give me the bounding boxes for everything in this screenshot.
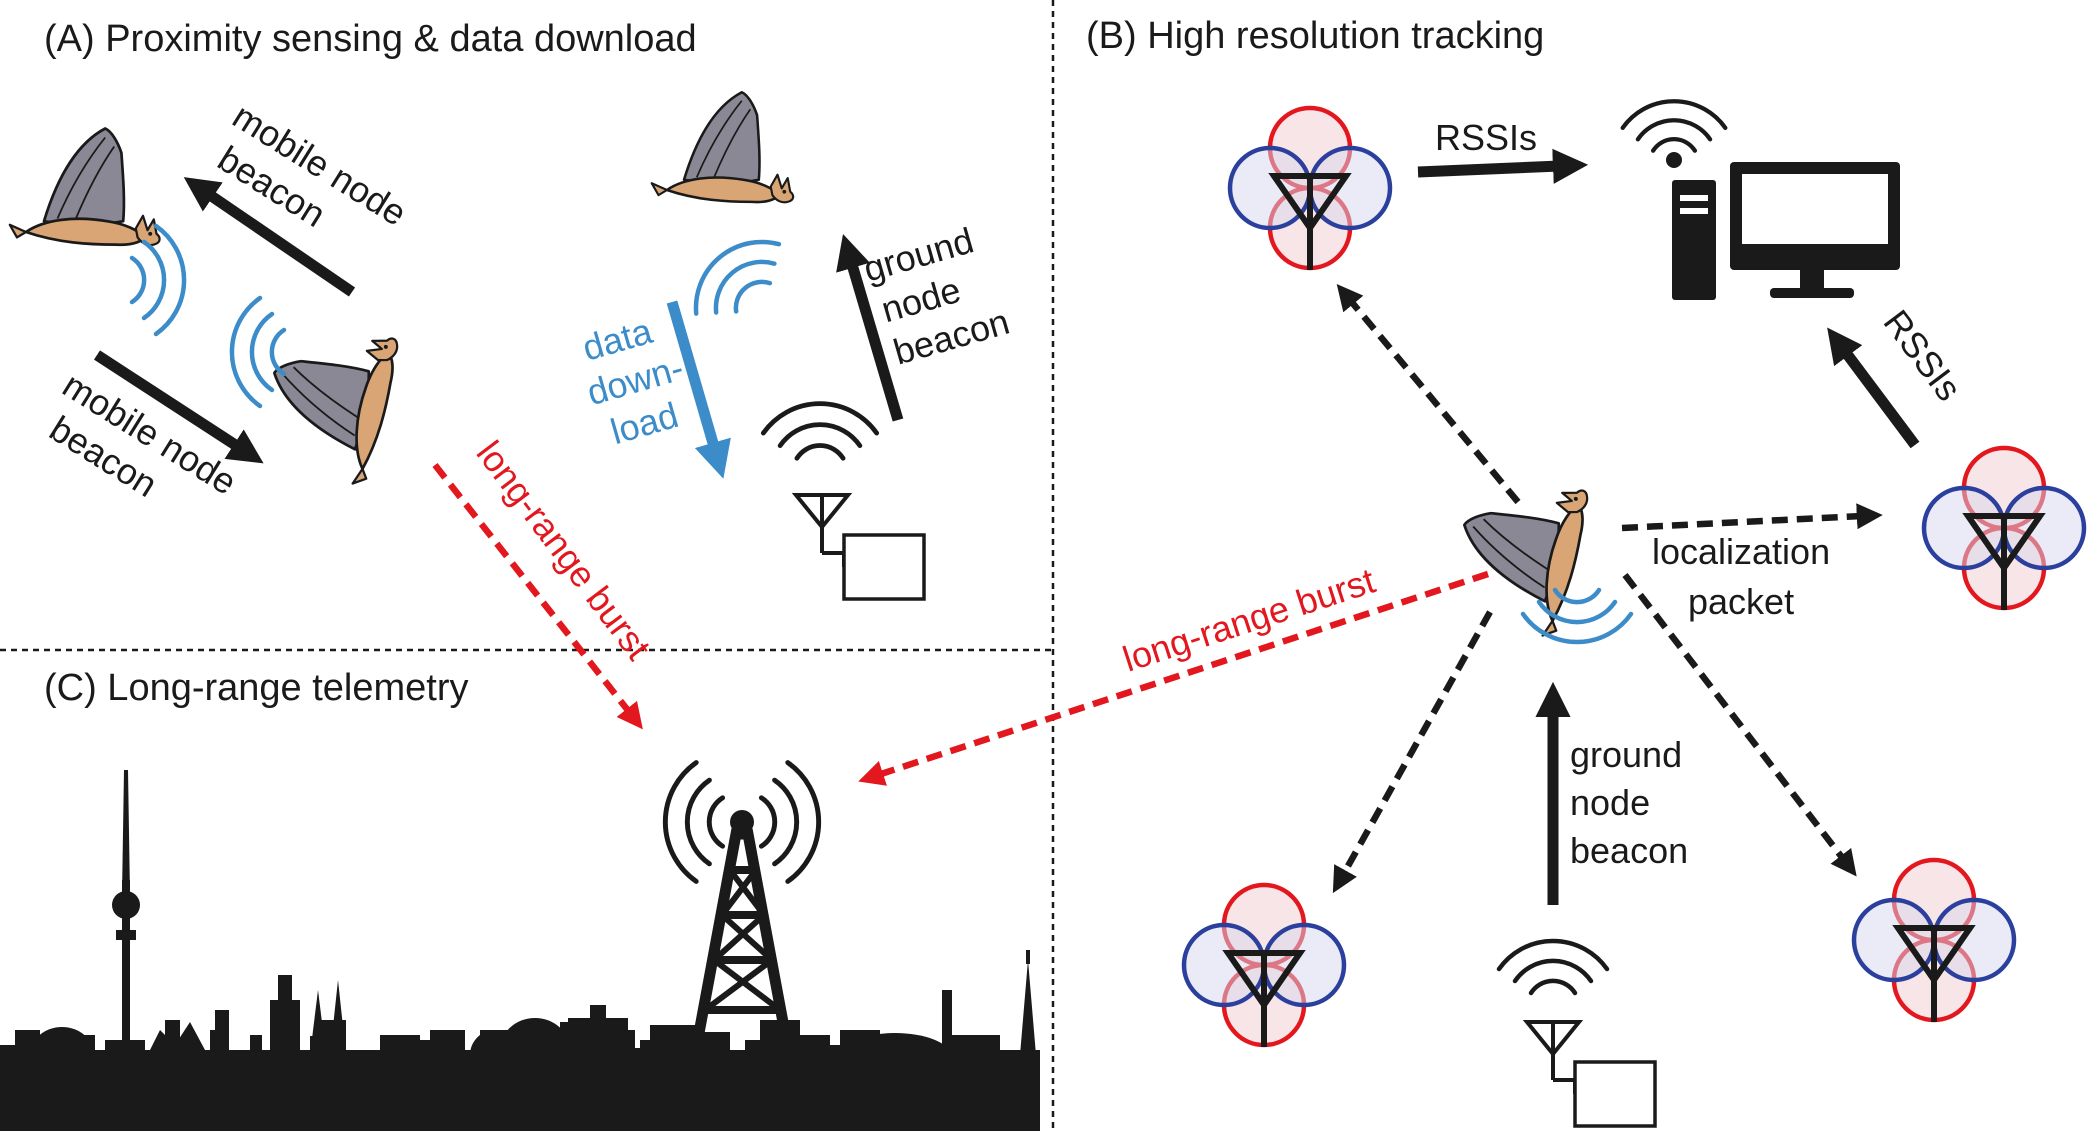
arrow-long-range-b — [858, 570, 1490, 786]
arrow-rssi-top — [1417, 148, 1589, 184]
panel-c-title: (C) Long-range telemetry — [44, 667, 469, 709]
tracking-node-icon — [1184, 885, 1344, 1047]
arrow-mobile-beacon-bottom — [94, 350, 264, 464]
arrow-data-download — [666, 300, 731, 479]
antenna-icon — [794, 493, 926, 601]
tracking-node-icon — [1230, 108, 1390, 270]
arrow-mobile-beacon-top — [183, 177, 356, 297]
tracking-node-icon — [1924, 448, 2084, 610]
bat-icon — [256, 318, 400, 489]
wifi-waves-icon — [678, 223, 794, 332]
bat-icon — [650, 90, 795, 204]
wifi-waves-icon — [232, 298, 284, 406]
arrow-localization-bottomright — [1622, 573, 1857, 877]
arrow-rssi-right — [1827, 327, 1920, 449]
label-mobile-beacon-bottom: mobile node beacon — [32, 364, 252, 545]
wifi-waves-icon — [763, 404, 876, 459]
tracking-node-icon — [1854, 860, 2014, 1022]
panel-b-title: (B) High resolution tracking — [1086, 15, 1544, 57]
arrow-localization-right — [1621, 503, 1883, 532]
label-localization: localization packet — [1652, 531, 1840, 622]
skyline-silhouette — [0, 770, 1040, 1131]
panel-a-title: (A) Proximity sensing & data download — [44, 18, 697, 60]
label-ground-beacon-b: ground node beacon — [1570, 734, 1692, 871]
arrow-localization-bottomleft — [1332, 610, 1493, 894]
label-rssi-top: RSSIs — [1435, 117, 1537, 158]
label-mobile-beacon-top: mobile node beacon — [202, 95, 422, 276]
arrow-long-range-a — [432, 462, 643, 730]
bat-icon — [1446, 470, 1590, 641]
antenna-icon — [1525, 1020, 1657, 1128]
arrow-ground-beacon-a — [836, 233, 904, 422]
computer-icon — [1623, 101, 1900, 300]
label-rssi-right: RSSIs — [1876, 302, 1970, 408]
cell-tower-icon — [665, 763, 818, 1066]
wifi-waves-icon — [1499, 941, 1607, 993]
label-data-download: data down- load — [570, 302, 709, 456]
arrow-localization-topleft — [1336, 284, 1521, 505]
bat-icon — [8, 127, 161, 247]
